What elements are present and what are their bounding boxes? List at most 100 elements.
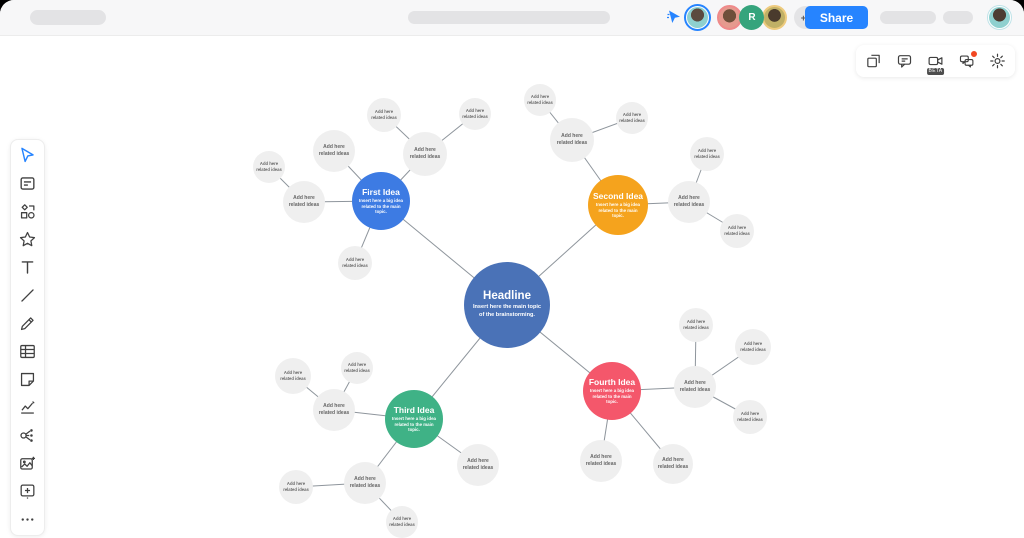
- card-icon[interactable]: [17, 174, 39, 193]
- node-title: Second Idea: [592, 190, 644, 201]
- mindmap-node-t6[interactable]: Add here related ideas: [386, 506, 418, 538]
- mindmap-node-f4[interactable]: Add here related ideas: [403, 132, 447, 176]
- text-icon[interactable]: [17, 258, 39, 277]
- node-subtitle: Insert here the main topic of the brains…: [472, 304, 542, 318]
- related-label: Add here related ideas: [389, 516, 415, 527]
- mindmap-node-r6[interactable]: Add here related ideas: [653, 444, 693, 484]
- related-label: Add here related ideas: [283, 481, 309, 492]
- line-icon[interactable]: [17, 286, 39, 305]
- share-button[interactable]: Share: [805, 6, 868, 29]
- comment-icon[interactable]: [890, 47, 919, 75]
- top-bar: R +1 Share: [0, 0, 1024, 36]
- mindmap-node-r1[interactable]: Add here related ideas: [674, 366, 716, 408]
- account-avatar[interactable]: [987, 5, 1012, 30]
- mindmap-icon[interactable]: [17, 426, 39, 445]
- related-label: Add here related ideas: [694, 148, 720, 159]
- related-label: Add here related ideas: [344, 362, 370, 373]
- mindmap-node-t7[interactable]: Add here related ideas: [457, 444, 499, 486]
- related-label: Add here related ideas: [673, 195, 705, 208]
- mindmap-node-f1[interactable]: Add here related ideas: [313, 130, 355, 172]
- star-icon[interactable]: [17, 230, 39, 249]
- node-title: Headline: [483, 290, 531, 303]
- settings-gear-icon[interactable]: [983, 47, 1012, 75]
- topbar-placeholder-1[interactable]: [880, 11, 936, 24]
- related-label: Add here related ideas: [280, 370, 306, 381]
- node-title: First Idea: [362, 186, 400, 197]
- node-subtitle: Insert here a big idea related to the ma…: [590, 387, 634, 405]
- select-cursor-icon[interactable]: [17, 146, 39, 165]
- related-label: Add here related ideas: [527, 94, 553, 105]
- collaborator-avatar-1[interactable]: [717, 5, 742, 30]
- mindmap-node-s3[interactable]: Add here related ideas: [616, 102, 648, 134]
- mindmap-node-r5[interactable]: Add here related ideas: [580, 440, 622, 482]
- mindmap-node-s1[interactable]: Add here related ideas: [550, 118, 594, 162]
- duplicate-icon[interactable]: [859, 47, 888, 75]
- related-label: Add here related ideas: [657, 457, 689, 470]
- mindmap-node-t3[interactable]: Add here related ideas: [341, 352, 373, 384]
- board-title-placeholder[interactable]: [408, 11, 610, 24]
- collaborator-avatars[interactable]: R +1: [717, 5, 818, 30]
- mindmap-node-f5[interactable]: Add here related ideas: [367, 98, 401, 132]
- node-subtitle: Insert here a big idea related to the ma…: [392, 415, 436, 433]
- mindmap-node-r3[interactable]: Add here related ideas: [735, 329, 771, 365]
- mindmap-node-f7[interactable]: Add here related ideas: [338, 246, 372, 280]
- mindmap-node-s5[interactable]: Add here related ideas: [690, 137, 724, 171]
- mindmap-node-s4[interactable]: Add here related ideas: [668, 181, 710, 223]
- frame-icon[interactable]: [17, 482, 39, 501]
- related-label: Add here related ideas: [683, 319, 709, 330]
- chat-icon[interactable]: [952, 47, 981, 75]
- related-label: Add here related ideas: [288, 195, 320, 208]
- mindmap-node-f3[interactable]: Add here related ideas: [283, 181, 325, 223]
- related-label: Add here related ideas: [462, 108, 488, 119]
- node-title: Fourth Idea: [588, 376, 636, 387]
- related-label: Add here related ideas: [724, 225, 750, 236]
- mindmap-node-f2[interactable]: Add here related ideas: [253, 151, 285, 183]
- chart-icon[interactable]: [17, 398, 39, 417]
- mindmap-node-t5[interactable]: Add here related ideas: [279, 470, 313, 504]
- related-label: Add here related ideas: [318, 403, 350, 416]
- mindmap-node-t1[interactable]: Add here related ideas: [313, 389, 355, 431]
- mindmap-node-r4[interactable]: Add here related ideas: [733, 400, 767, 434]
- notification-dot: [970, 50, 978, 58]
- related-label: Add here related ideas: [349, 476, 381, 489]
- mindmap-node-t2[interactable]: Add here related ideas: [275, 358, 311, 394]
- related-label: Add here related ideas: [619, 112, 645, 123]
- related-label: Add here related ideas: [740, 341, 766, 352]
- active-user-avatar[interactable]: [684, 4, 711, 31]
- node-subtitle: Insert here a big idea related to the ma…: [596, 201, 640, 219]
- pen-icon[interactable]: [17, 314, 39, 333]
- menu-placeholder[interactable]: [30, 10, 106, 25]
- related-label: Add here related ideas: [585, 454, 617, 467]
- image-icon[interactable]: [17, 454, 39, 473]
- shapes-icon[interactable]: [17, 202, 39, 221]
- mindmap-node-r2[interactable]: Add here related ideas: [679, 308, 713, 342]
- related-label: Add here related ideas: [342, 257, 368, 268]
- board-actions-toolbar: BETA: [856, 45, 1015, 77]
- collaborator-avatar-2[interactable]: [761, 5, 787, 30]
- collaborator-avatar-r[interactable]: R: [739, 5, 765, 30]
- mindmap-node-f6[interactable]: Add here related ideas: [459, 98, 491, 130]
- video-camera-icon[interactable]: BETA: [921, 47, 950, 75]
- related-label: Add here related ideas: [737, 411, 763, 422]
- related-label: Add here related ideas: [556, 133, 588, 146]
- mindmap-node-s2[interactable]: Add here related ideas: [524, 84, 556, 116]
- related-label: Add here related ideas: [679, 380, 711, 393]
- mindmap-node-t4[interactable]: Add here related ideas: [344, 462, 386, 504]
- related-label: Add here related ideas: [256, 161, 282, 172]
- more-icon[interactable]: [17, 510, 39, 529]
- related-label: Add here related ideas: [462, 458, 494, 471]
- collaborator-cursor-icon: [667, 10, 680, 23]
- table-icon[interactable]: [17, 342, 39, 361]
- sticky-note-icon[interactable]: [17, 370, 39, 389]
- node-title: Third Idea: [393, 404, 435, 415]
- tools-sidebar: [10, 139, 45, 536]
- mindmap-node-s6[interactable]: Add here related ideas: [720, 214, 754, 248]
- topbar-placeholder-2[interactable]: [943, 11, 973, 24]
